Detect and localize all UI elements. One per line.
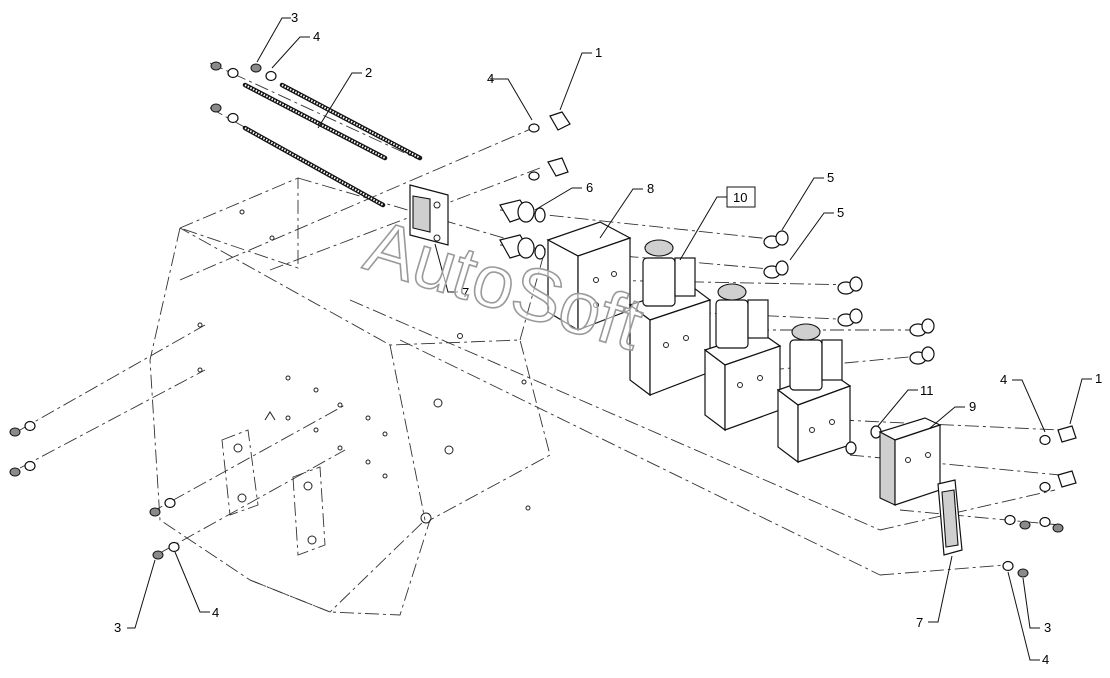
fasteners-right (1002, 425, 1077, 578)
callout-5-b: 5 (837, 205, 844, 220)
o-rings-part-11 (845, 425, 882, 455)
callout-8: 8 (647, 181, 654, 196)
tie-rods (242, 82, 423, 208)
callout-10: 10 (733, 190, 747, 205)
solenoid-valve-3 (776, 323, 852, 464)
callout-4-bottom-right: 4 (1042, 652, 1049, 667)
fittings-part-6 (499, 199, 546, 260)
bracket-part-7-left (409, 184, 449, 246)
leader-lines (127, 17, 1092, 661)
callout-4-middle: 4 (487, 71, 494, 86)
valve-block-part-8 (546, 221, 632, 332)
callout-1-top: 1 (595, 45, 602, 60)
callout-9: 9 (969, 399, 976, 414)
solenoid-valve-2 (703, 283, 782, 432)
callout-3-bottom-left: 3 (114, 620, 121, 635)
fittings-part-5 (763, 230, 935, 365)
callout-2: 2 (365, 65, 372, 80)
solenoid-valve-1 (628, 239, 712, 397)
callout-labels: 3 4 2 4 1 6 8 10 5 5 7 11 9 4 1 7 3 4 3 … (114, 10, 1102, 667)
bolts-top-middle (528, 111, 571, 181)
callout-10-box (726, 186, 756, 208)
callout-5-a: 5 (827, 170, 834, 185)
callout-7-left: 7 (462, 285, 469, 300)
callout-3-right: 3 (1044, 620, 1051, 635)
callout-4-top-left: 4 (313, 29, 320, 44)
fasteners-left (9, 420, 180, 560)
callout-4-bottom-left: 4 (212, 605, 219, 620)
callout-7-right: 7 (916, 615, 923, 630)
frame-mount-brackets (221, 429, 326, 556)
bracket-part-7-right (937, 479, 963, 556)
callout-1-right: 1 (1095, 371, 1102, 386)
fasteners-top-left (210, 61, 277, 124)
callout-6: 6 (586, 180, 593, 195)
callout-4-right: 4 (1000, 372, 1007, 387)
callout-11: 11 (920, 383, 934, 398)
callout-3-top-left: 3 (291, 10, 298, 25)
end-plate-part-9 (878, 417, 942, 506)
